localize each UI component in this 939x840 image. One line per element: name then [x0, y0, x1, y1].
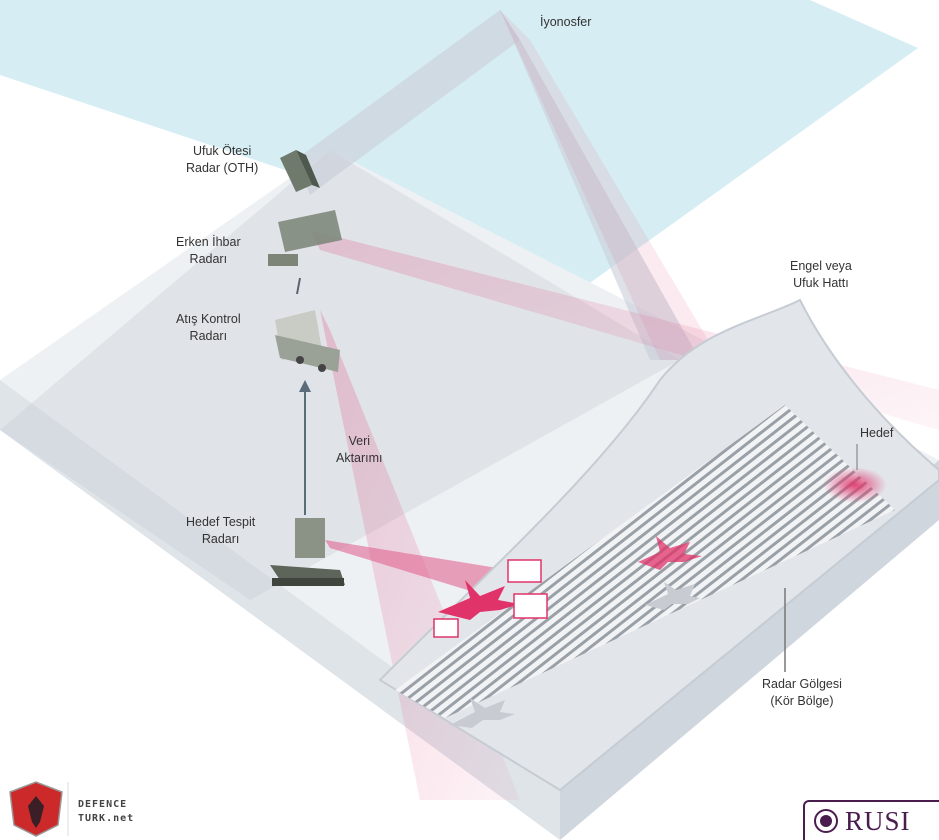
fire-control-radar-label: Atış Kontrol Radarı	[176, 312, 241, 343]
obstacle-horizon-label: Engel veya Ufuk Hattı	[790, 259, 852, 290]
oth-down-pink	[500, 10, 720, 360]
target-glow	[823, 467, 887, 503]
rusi-crest-icon	[814, 809, 838, 833]
early-warning-radar-label: Erken İhbar Radarı	[176, 235, 241, 266]
defence-turk-line2: TURK.net	[78, 813, 135, 824]
target-acquisition-radar-icon	[270, 518, 345, 586]
data-transfer-arrow	[299, 380, 311, 515]
ionosphere-label: İyonosfer	[540, 15, 592, 29]
target-label: Hedef	[860, 426, 894, 440]
link-dash	[296, 277, 301, 295]
defence-turk-line1: DEFENCE	[78, 799, 128, 810]
defence-turk-wordmark: DEFENCE TURK.net	[78, 798, 134, 826]
data-transfer-label: Veri Aktarımı	[336, 434, 383, 465]
oth-beam-down	[500, 10, 700, 360]
oth-radar-icon	[280, 150, 320, 192]
data-card-icon	[433, 559, 548, 638]
aircraft-in-shadow-icon	[638, 536, 702, 570]
fire-control-radar-icon	[275, 310, 340, 372]
oth-beam-up	[295, 10, 520, 195]
radar-shadow-label: Radar Gölgesi (Kör Bölge)	[762, 677, 842, 708]
ionosphere-layer	[0, 0, 918, 290]
oth-radar-label: Ufuk Ötesi Radar (OTH)	[186, 144, 259, 175]
aircraft-icon	[438, 580, 520, 620]
target-acquisition-radar-label: Hedef Tespit Radarı	[186, 515, 256, 546]
defence-turk-logo	[9, 781, 69, 837]
target-acq-beam	[325, 540, 510, 600]
early-warning-radar-icon	[268, 210, 342, 266]
rusi-wordmark: RUSI	[845, 805, 911, 836]
aircraft-ground-shadow-icon	[450, 582, 700, 728]
rusi-logo: RUSI	[803, 800, 939, 840]
